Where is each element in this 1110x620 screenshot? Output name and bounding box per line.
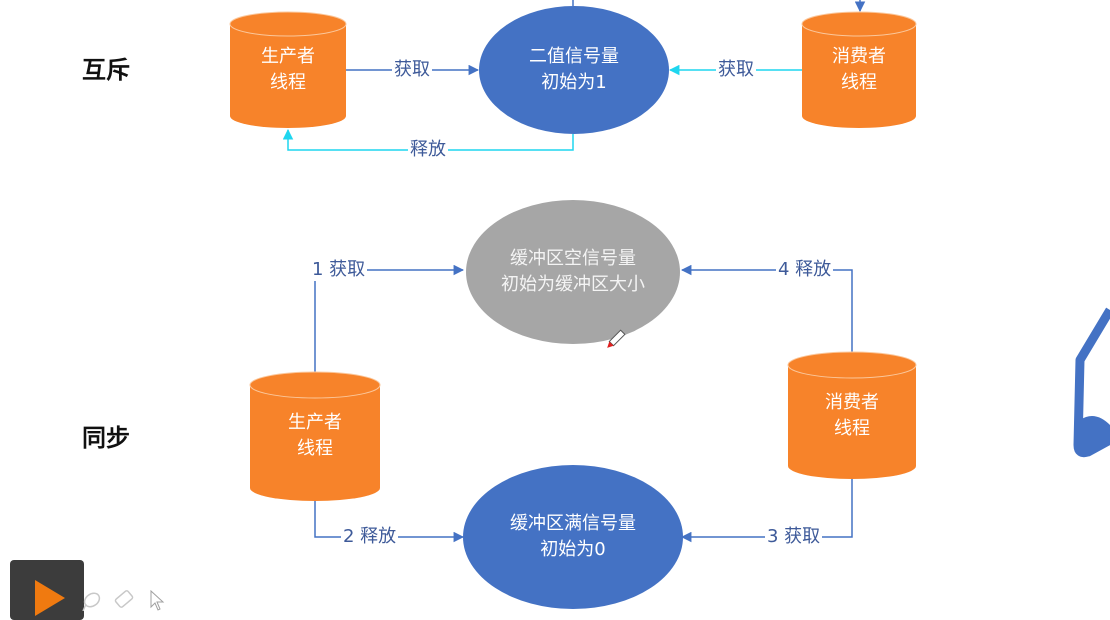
sync-step1-label: 1 获取 (310, 259, 368, 281)
sync-consumer-line2: 线程 (834, 418, 870, 439)
mutex-semaphore-line2: 初始为1 (541, 72, 607, 93)
mutex-producer-cylinder (229, 11, 347, 128)
edge-sync-step3 (680, 478, 853, 543)
sync-producer-line1: 生产者 (288, 412, 342, 433)
sync-producer-line2: 线程 (297, 438, 333, 459)
mutex-producer-line2: 线程 (270, 72, 306, 93)
sync-empty-line2: 初始为缓冲区大小 (501, 274, 645, 295)
mutex-section-title: 互斥 (82, 55, 130, 84)
partial-blue-shape-fill (1078, 416, 1110, 453)
mutex-producer-label: 生产者 线程 (230, 40, 346, 100)
mutex-semaphore-line1: 二值信号量 (529, 46, 619, 67)
play-button[interactable] (10, 560, 84, 620)
sync-step4-label: 4 释放 (776, 259, 834, 281)
sync-producer-label: 生产者 线程 (250, 406, 380, 466)
sync-full-semaphore (463, 465, 683, 609)
sync-step2-label: 2 释放 (341, 526, 399, 548)
sync-consumer-line1: 消费者 (825, 392, 879, 413)
pointer-icon[interactable] (148, 590, 168, 611)
sync-full-semaphore-label: 缓冲区满信号量 初始为0 (463, 507, 683, 567)
sync-empty-semaphore (466, 200, 680, 344)
sync-producer-cylinder (249, 371, 381, 501)
edge-sync-step2 (314, 500, 465, 543)
mutex-consumer-line2: 线程 (841, 72, 877, 93)
mutex-semaphore-label: 二值信号量 初始为1 (479, 40, 669, 100)
play-icon (35, 580, 65, 616)
mutex-consumer-label: 消费者 线程 (802, 40, 916, 100)
eraser-icon[interactable] (110, 588, 138, 611)
sync-section-title: 同步 (82, 423, 130, 452)
pen-cursor-icon (607, 329, 626, 348)
mutex-producer-line1: 生产者 (261, 46, 315, 67)
edge-sync-step4 (680, 264, 853, 352)
sync-full-line2: 初始为0 (540, 539, 606, 560)
sync-full-line1: 缓冲区满信号量 (510, 513, 636, 534)
mutex-binary-semaphore (479, 6, 669, 134)
mutex-consumer-acquire-label: 获取 (716, 59, 756, 81)
mutex-consumer-line1: 消费者 (832, 46, 886, 67)
mutex-consumer-cylinder (801, 11, 917, 128)
lasso-icon[interactable] (78, 590, 104, 611)
mutex-release-label: 释放 (408, 139, 448, 161)
edge-sync-step1 (314, 264, 465, 372)
sync-empty-semaphore-label: 缓冲区空信号量 初始为缓冲区大小 (466, 242, 680, 302)
sync-consumer-label: 消费者 线程 (788, 386, 916, 446)
sync-consumer-cylinder (787, 351, 917, 479)
mutex-producer-acquire-label: 获取 (392, 59, 432, 81)
sync-step3-label: 3 获取 (765, 526, 823, 548)
sync-empty-line1: 缓冲区空信号量 (510, 248, 636, 269)
